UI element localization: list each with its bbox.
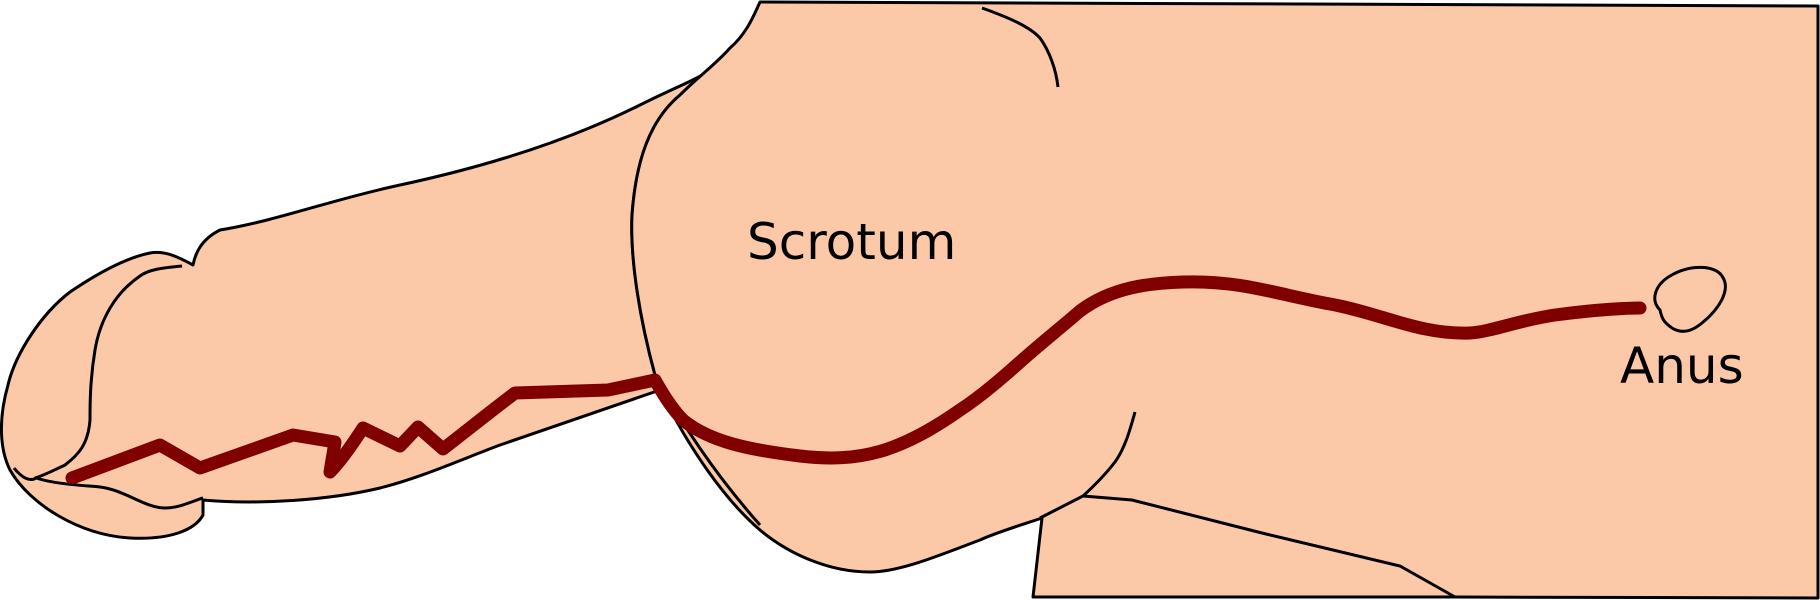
upper-fold-line xyxy=(981,6,1060,88)
lower-fold-line xyxy=(1039,411,1137,520)
anus-label: Anus xyxy=(1620,337,1744,395)
scrotum-label: Scrotum xyxy=(747,213,956,271)
scrotum-body xyxy=(630,0,1820,600)
glans-inner-line xyxy=(34,264,183,480)
raphe-line xyxy=(65,275,1647,485)
thigh-line xyxy=(1082,494,1456,599)
anus-outline xyxy=(1653,265,1727,333)
foreskin-line xyxy=(12,467,204,510)
